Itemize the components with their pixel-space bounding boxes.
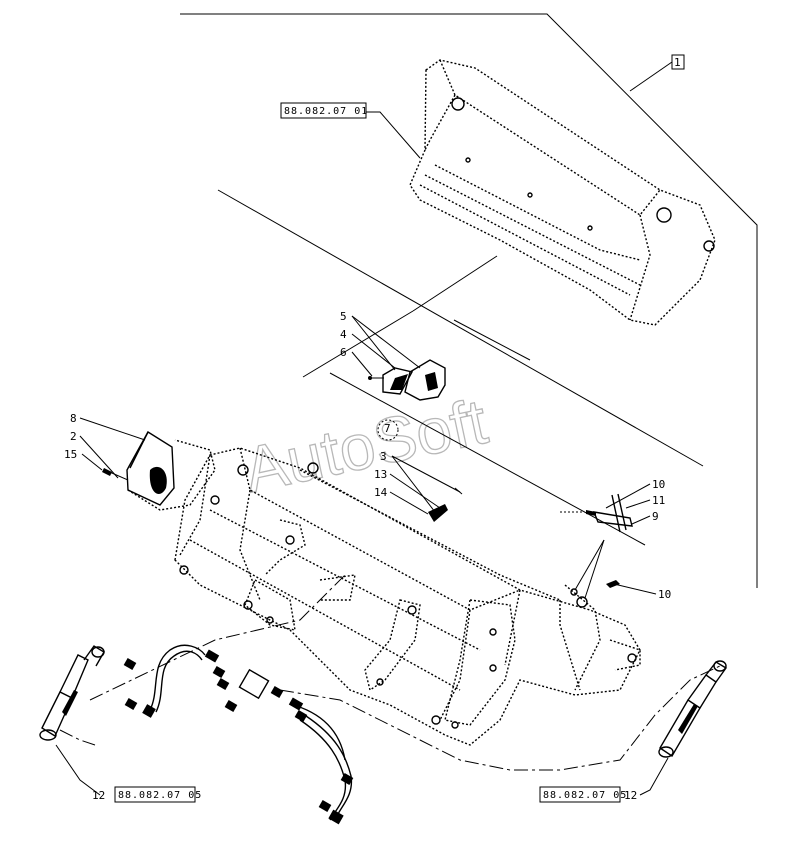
callout-8-label: 8 bbox=[70, 412, 77, 425]
callout-5: 5 bbox=[340, 310, 421, 371]
right-hydraulic-cylinder bbox=[658, 660, 728, 758]
explode-lines bbox=[217, 189, 704, 546]
hydraulic-hose-set bbox=[123, 644, 354, 825]
callout-3-label: 3 bbox=[380, 450, 387, 463]
main-bucket bbox=[174, 447, 641, 746]
callout-9-label: 9 bbox=[652, 510, 659, 523]
callout-3: 3 bbox=[380, 450, 461, 513]
callout-10-bottom-label: 10 bbox=[658, 588, 671, 601]
left-hydraulic-cylinder bbox=[39, 645, 105, 741]
callout-6: 6 bbox=[340, 346, 373, 377]
callout-2: 2 bbox=[70, 430, 119, 479]
wear-plate-part bbox=[368, 359, 446, 401]
callout-12-left-label: 12 bbox=[92, 789, 105, 802]
bucket-assembly-top bbox=[409, 59, 716, 326]
callout-7-label: 7 bbox=[384, 422, 391, 435]
callout-15-label: 15 bbox=[64, 448, 77, 461]
hydraulic-routing-lines bbox=[59, 574, 723, 771]
bucket-reference-text: 88.082.07 01 bbox=[284, 106, 368, 117]
callout-7: 7 bbox=[377, 419, 399, 441]
side-cover-part bbox=[102, 431, 216, 511]
cylinder-left-reference-text: 88.082.07 05 bbox=[118, 790, 202, 801]
bucket-reference-callout: 88.082.07 01 bbox=[280, 102, 421, 159]
callout-10-bottom: 10 bbox=[613, 583, 671, 601]
pivot-pin-part bbox=[560, 493, 633, 588]
callout-4-label: 4 bbox=[340, 328, 347, 341]
callout-1-label: 1 bbox=[674, 56, 681, 69]
callout-11: 11 bbox=[625, 494, 665, 509]
cylinder-left-reference-callout: 12 88.082.07 05 bbox=[55, 744, 202, 803]
callout-4: 4 bbox=[340, 328, 396, 369]
callout-2-label: 2 bbox=[70, 430, 77, 443]
callout-13: 13 bbox=[374, 468, 441, 509]
retainer-clip-part bbox=[428, 487, 463, 522]
callout-6-label: 6 bbox=[340, 346, 347, 359]
callout-11-label: 11 bbox=[652, 494, 665, 507]
cylinder-right-reference-callout: 88.082.07 05 12 bbox=[539, 757, 669, 803]
callout-12-right-label: 12 bbox=[624, 789, 637, 802]
callout-14-label: 14 bbox=[374, 486, 388, 499]
pin-explode-lines bbox=[574, 539, 605, 599]
callout-1: 1 bbox=[629, 54, 685, 92]
assembly-bracket-line bbox=[180, 13, 758, 588]
callout-9: 9 bbox=[631, 510, 659, 525]
callout-15: 15 bbox=[64, 448, 103, 471]
callout-5-label: 5 bbox=[340, 310, 347, 323]
cylinder-right-reference-text: 88.082.07 05 bbox=[543, 790, 627, 801]
callout-8: 8 bbox=[70, 412, 146, 441]
callout-14: 14 bbox=[374, 486, 429, 515]
callout-10-top: 10 bbox=[605, 478, 665, 509]
callout-10-top-label: 10 bbox=[652, 478, 665, 491]
callout-13-label: 13 bbox=[374, 468, 387, 481]
